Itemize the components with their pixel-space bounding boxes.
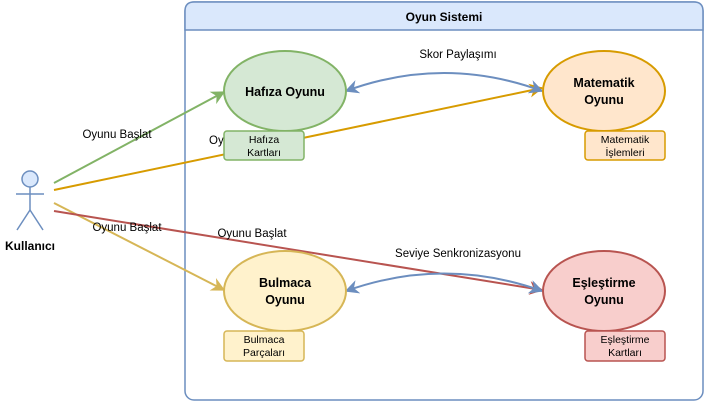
edge-label-start-puzzle: Oyunu Başlat: [92, 222, 162, 234]
usecase-match-label-2: Oyunu: [584, 293, 624, 307]
edge-start-puzzle: [53, 202, 226, 291]
note-math-operations: Matematik İşlemleri: [584, 130, 666, 161]
usecase-puzzle-game[interactable]: Bulmaca Oyunu: [223, 250, 347, 332]
note-puzzle-line1: Bulmaca: [244, 334, 285, 346]
usecase-match-label-1: Eşleştirme: [572, 276, 635, 290]
actor-user[interactable]: [16, 170, 44, 231]
note-match-cards: Eşleştirme Kartları: [584, 330, 666, 362]
note-memory-line1: Hafıza: [249, 134, 280, 146]
usecase-math-game[interactable]: Matematik Oyunu: [542, 50, 666, 132]
edge-label-level-sync: Seviye Senkronizasyonu: [395, 248, 521, 260]
edge-start-match: [53, 210, 544, 295]
actor-label: Kullanıcı: [5, 239, 55, 253]
note-puzzle-line2: Parçaları: [243, 347, 285, 359]
edge-label-start-math: Oy: [209, 135, 224, 147]
edge-start-memory: [53, 91, 226, 184]
usecase-match-game[interactable]: Eşleştirme Oyunu: [542, 250, 666, 332]
usecase-memory-label: Hafıza Oyunu: [245, 85, 325, 99]
note-math-line2: İşlemleri: [605, 146, 644, 159]
edge-level-sync: [344, 272, 544, 294]
note-memory-cards: Hafıza Kartları: [223, 130, 305, 161]
note-match-line2: Kartları: [608, 347, 642, 359]
system-title: Oyun Sistemi: [406, 10, 483, 24]
usecase-math-label-1: Matematik: [573, 76, 634, 90]
edge-label-start-memory: Oyunu Başlat: [82, 129, 152, 141]
edge-score-sharing: [344, 72, 544, 94]
note-puzzle-pieces: Bulmaca Parçaları: [223, 330, 305, 362]
note-match-line1: Eşleştirme: [600, 334, 649, 346]
edge-label-start-match: Oyunu Başlat: [217, 228, 287, 240]
usecase-math-label-2: Oyunu: [584, 93, 624, 107]
note-math-line1: Matematik: [601, 134, 650, 146]
edge-label-score-sharing: Skor Paylaşımı: [419, 49, 496, 61]
usecase-puzzle-label-2: Oyunu: [265, 293, 305, 307]
note-memory-line2: Kartları: [247, 147, 281, 159]
usecase-memory-game[interactable]: Hafıza Oyunu: [223, 50, 347, 132]
usecase-puzzle-label-1: Bulmaca: [259, 276, 312, 290]
